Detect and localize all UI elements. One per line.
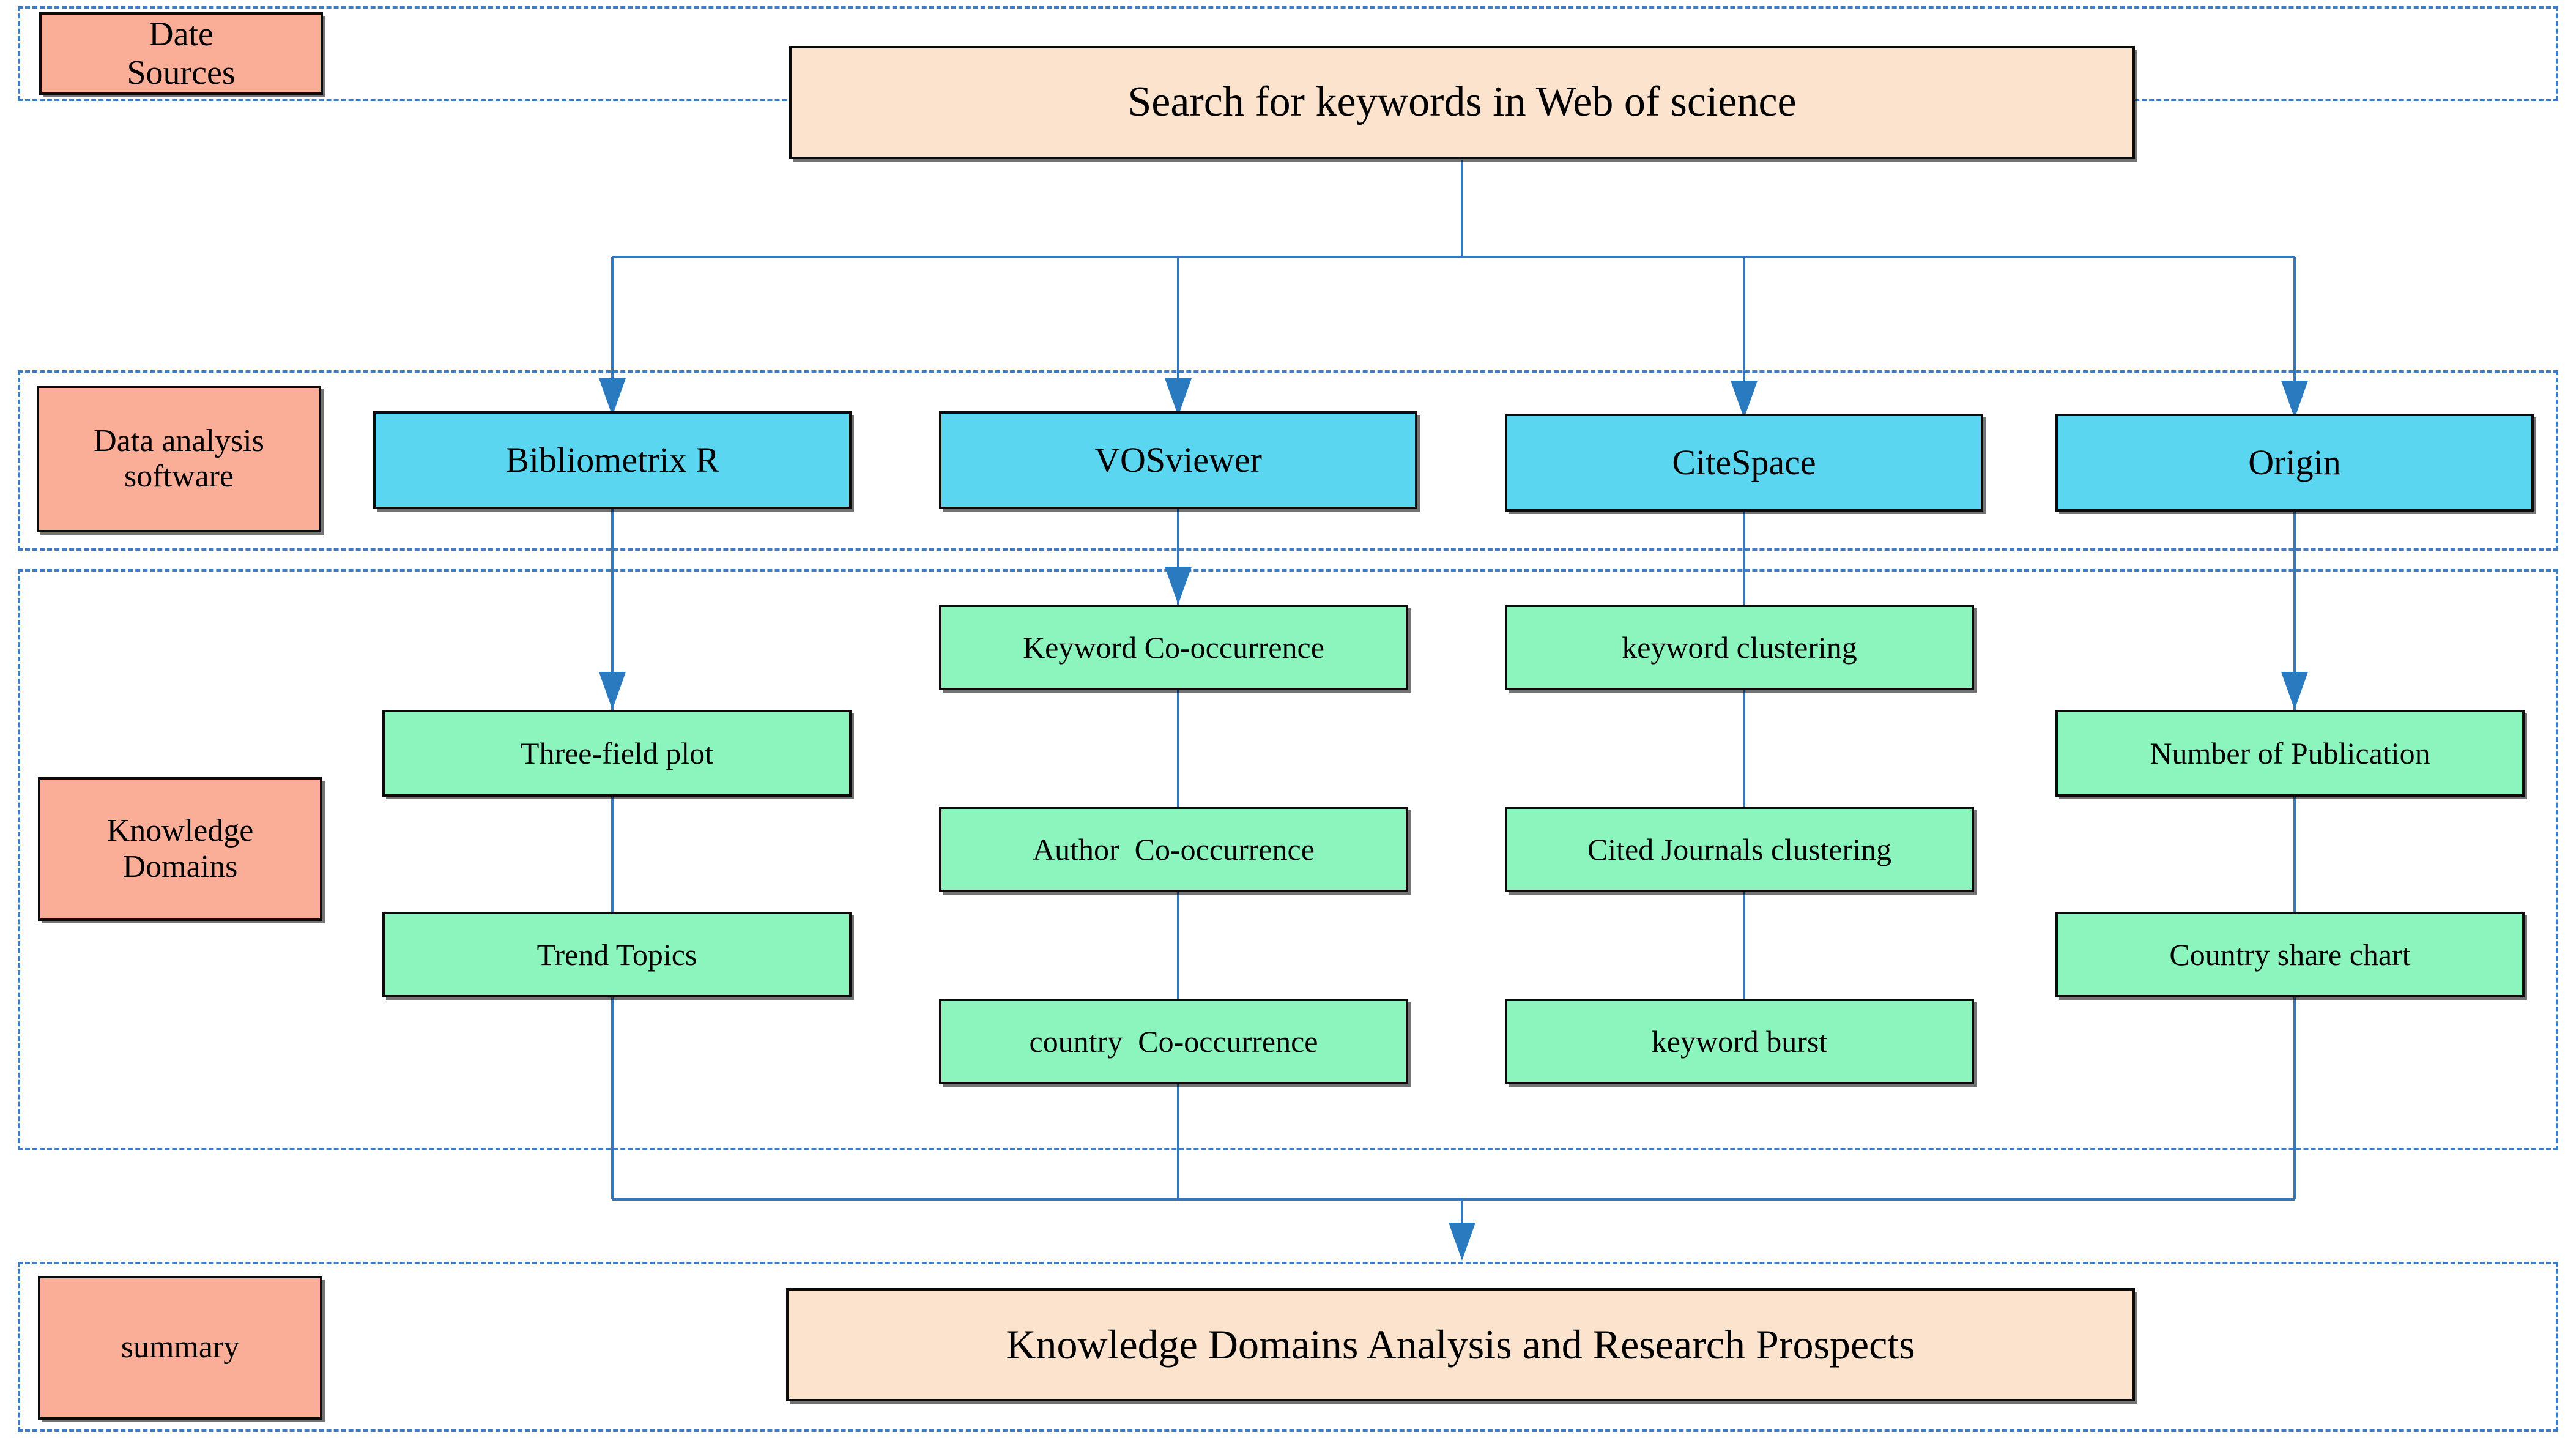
stage-label-data-sources: Date Sources bbox=[39, 12, 323, 95]
domain-box-keyword-clustering[interactable]: keyword clustering bbox=[1505, 605, 1974, 690]
arrowhead-to-three-field-plot bbox=[599, 672, 626, 710]
domain-box-cited-journals-clustering[interactable]: Cited Journals clustering bbox=[1505, 807, 1974, 892]
software-box-bibliometrix[interactable]: Bibliometrix R bbox=[373, 411, 852, 509]
domain-box-keyword-cooccurrence[interactable]: Keyword Co-occurrence bbox=[939, 605, 1408, 690]
software-box-origin[interactable]: Origin bbox=[2055, 414, 2534, 512]
group-summary bbox=[18, 1262, 2558, 1432]
domain-box-country-share-chart[interactable]: Country share chart bbox=[2055, 912, 2525, 997]
stage-label-data-analysis-software: Data analysis software bbox=[37, 386, 321, 532]
domain-box-country-cooccurrence[interactable]: country Co-occurrence bbox=[939, 999, 1408, 1084]
domain-box-number-of-publication[interactable]: Number of Publication bbox=[2055, 710, 2525, 797]
domain-box-author-cooccurrence[interactable]: Author Co-occurrence bbox=[939, 807, 1408, 892]
arrowhead-to-citespace bbox=[1731, 381, 1758, 419]
arrowhead-to-number-of-publication bbox=[2281, 672, 2308, 710]
domain-box-three-field-plot[interactable]: Three-field plot bbox=[382, 710, 852, 797]
software-box-vosviewer[interactable]: VOSviewer bbox=[939, 411, 1417, 509]
arrowhead-to-summary-banner bbox=[1449, 1223, 1475, 1261]
stage-label-summary: summary bbox=[38, 1276, 322, 1420]
domain-box-keyword-burst[interactable]: keyword burst bbox=[1505, 999, 1974, 1084]
bottom-banner-knowledge-domains-analysis[interactable]: Knowledge Domains Analysis and Research … bbox=[786, 1288, 2135, 1401]
arrowhead-to-keyword-cooccurrence bbox=[1165, 567, 1192, 605]
domain-box-trend-topics[interactable]: Trend Topics bbox=[382, 912, 852, 997]
software-box-citespace[interactable]: CiteSpace bbox=[1505, 414, 1983, 512]
group-knowledge-domains bbox=[18, 569, 2558, 1150]
arrowhead-to-vosviewer bbox=[1165, 378, 1192, 416]
stage-label-knowledge-domains: Knowledge Domains bbox=[38, 777, 322, 921]
group-data-analysis bbox=[18, 370, 2558, 551]
arrowhead-to-bibliometrix bbox=[599, 378, 626, 416]
arrowhead-to-origin bbox=[2281, 381, 2308, 419]
top-banner-search-keywords[interactable]: Search for keywords in Web of science bbox=[789, 46, 2135, 159]
